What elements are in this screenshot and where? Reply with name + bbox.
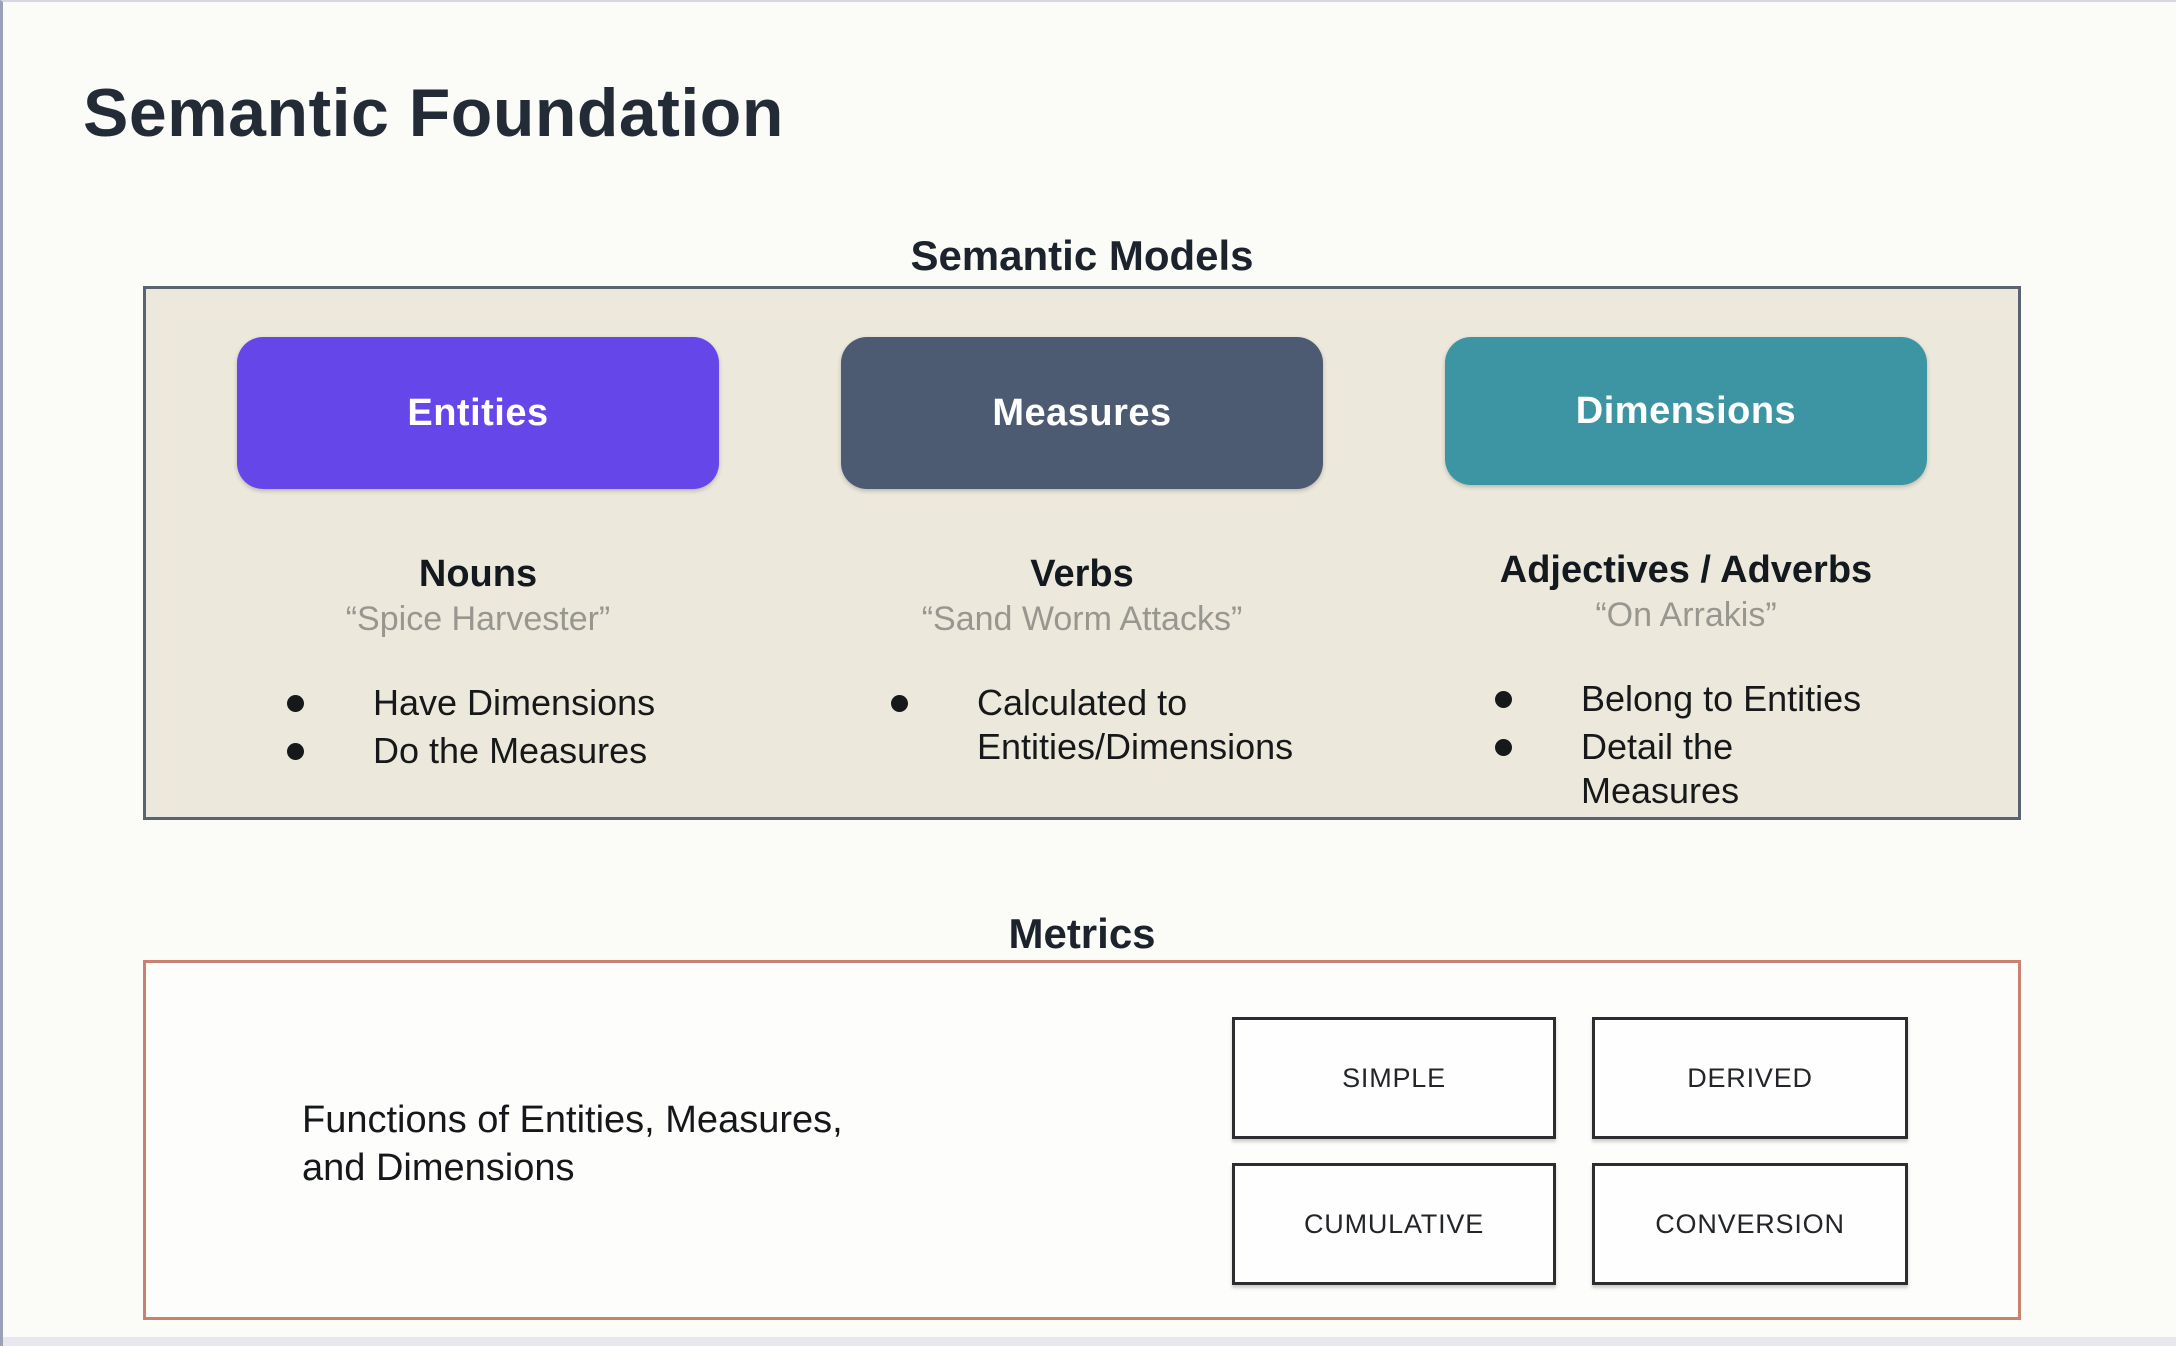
bullet-item: Have Dimensions bbox=[273, 681, 683, 725]
measures-bullet-list: Calculated to Entities/Dimensions bbox=[877, 681, 1293, 773]
bottom-edge-bar bbox=[3, 1337, 2176, 1346]
dimensions-subtitle: Adjectives / Adverbs bbox=[1499, 549, 1873, 592]
metrics-description: Functions of Entities, Measures, and Dim… bbox=[302, 1099, 843, 1189]
metrics-heading: Metrics bbox=[1008, 910, 1156, 957]
bullet-item: Calculated to Entities/Dimensions bbox=[877, 681, 1293, 769]
metrics-grid: SIMPLE DERIVED CUMULATIVE CONVERSION bbox=[1232, 1017, 1908, 1285]
dimensions-column: Dimensions Adjectives / Adverbs “On Arra… bbox=[1396, 289, 1976, 817]
measures-quote: “Sand Worm Attacks” bbox=[921, 600, 1243, 638]
semantic-models-box: Entities Nouns “Spice Harvester” Have Di… bbox=[143, 286, 2021, 820]
entities-subtitle: Nouns bbox=[418, 553, 538, 595]
entities-pill: Entities bbox=[237, 337, 719, 489]
bullet-item: Detail the Measures bbox=[1481, 725, 1891, 813]
semantic-models-heading: Semantic Models bbox=[910, 232, 1254, 279]
dimensions-pill: Dimensions bbox=[1445, 337, 1927, 486]
dimensions-quote: “On Arrakis” bbox=[1595, 596, 1777, 635]
measures-subtitle: Verbs bbox=[1030, 553, 1134, 595]
measures-column: Measures Verbs “Sand Worm Attacks” Calcu… bbox=[792, 289, 1372, 817]
entities-bullet-list: Have Dimensions Do the Measures bbox=[273, 681, 683, 777]
metric-cumulative-box: CUMULATIVE bbox=[1232, 1163, 1556, 1285]
entities-column: Entities Nouns “Spice Harvester” Have Di… bbox=[188, 289, 768, 817]
metrics-box: Functions of Entities, Measures, and Dim… bbox=[143, 960, 2021, 1320]
measures-pill: Measures bbox=[841, 337, 1323, 489]
bullet-item: Belong to Entities bbox=[1481, 677, 1891, 721]
metric-simple-box: SIMPLE bbox=[1232, 1017, 1556, 1139]
metric-conversion-box: CONVERSION bbox=[1592, 1163, 1908, 1285]
entities-quote: “Spice Harvester” bbox=[345, 600, 611, 638]
bullet-item: Do the Measures bbox=[273, 729, 683, 773]
dimensions-bullet-list: Belong to Entities Detail the Measures bbox=[1481, 677, 1891, 817]
page-title: Semantic Foundation bbox=[83, 75, 784, 151]
metric-derived-box: DERIVED bbox=[1592, 1017, 1908, 1139]
